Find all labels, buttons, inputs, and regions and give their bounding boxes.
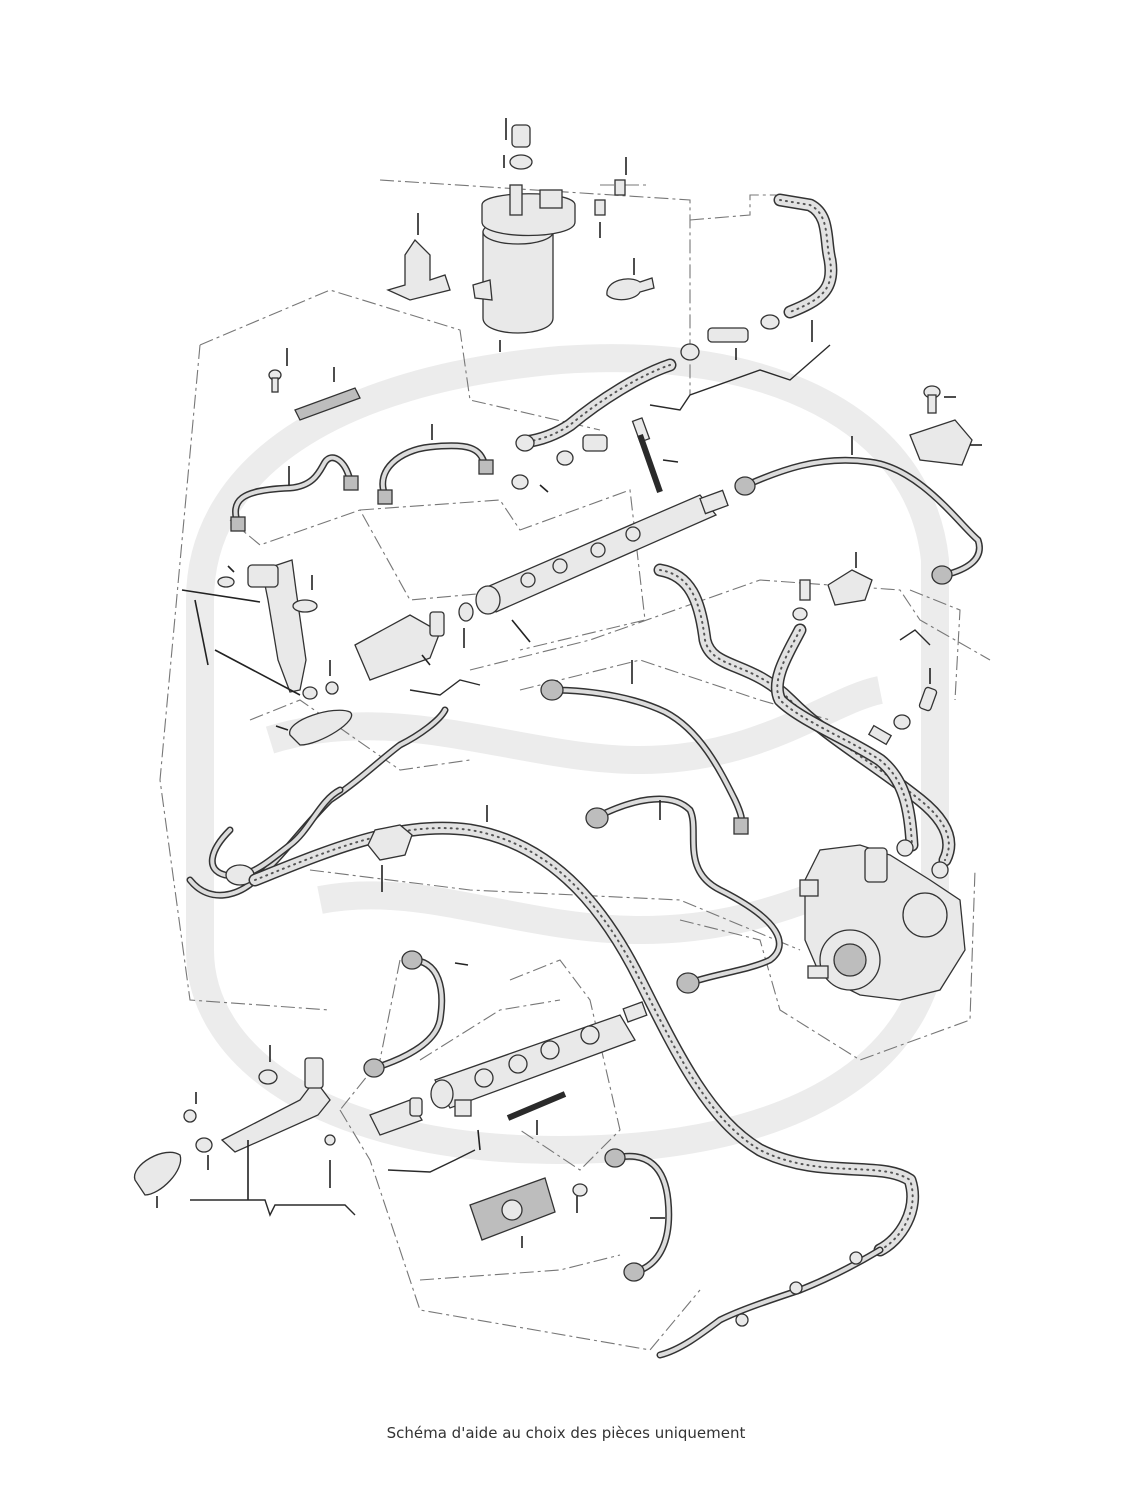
seal-ring-upper[interactable] xyxy=(458,602,474,648)
fuel-rail-upper[interactable] xyxy=(475,489,729,643)
clamp-plate-lower[interactable] xyxy=(469,1177,588,1248)
high-pressure-pump[interactable] xyxy=(799,839,966,1001)
sensor-bracket[interactable] xyxy=(909,385,982,466)
pressure-sensor-upper[interactable] xyxy=(354,611,445,681)
high-pressure-pipe-rail[interactable] xyxy=(734,436,983,585)
grouping-lines xyxy=(159,179,991,1351)
injector-seals-upper[interactable] xyxy=(275,660,353,746)
misc-leader-lines xyxy=(387,344,931,1173)
return-hose-upper[interactable] xyxy=(773,193,838,342)
rail-bolt-lower[interactable] xyxy=(506,1091,567,1135)
filter-hose-stub[interactable] xyxy=(503,118,533,170)
pump-to-rail-pipe-1[interactable] xyxy=(540,660,749,835)
pipe-clamp[interactable] xyxy=(606,258,655,301)
mounting-screw[interactable] xyxy=(268,348,288,393)
pressure-sensor-lower[interactable] xyxy=(369,1097,423,1136)
filter-clips[interactable] xyxy=(594,157,627,238)
injector-pipe-1[interactable] xyxy=(230,454,359,532)
diagram-caption: Schéma d'aide au choix des pièces unique… xyxy=(386,1424,746,1442)
watermark-logo xyxy=(186,344,949,1165)
filter-bracket[interactable] xyxy=(386,213,451,301)
small-connectors-right[interactable] xyxy=(792,552,938,746)
injector-lower[interactable] xyxy=(134,1045,356,1217)
fuel-system-exploded-diagram xyxy=(134,118,991,1359)
rail-bolt[interactable] xyxy=(631,417,679,493)
injector-leader-lines xyxy=(181,589,301,696)
lower-pipe-to-pump[interactable] xyxy=(604,1148,673,1282)
hose-clip[interactable] xyxy=(367,824,413,892)
return-hose-right-2[interactable] xyxy=(770,623,919,852)
banjo-fitting[interactable] xyxy=(511,434,608,493)
leak-off-line-upper[interactable] xyxy=(186,706,449,899)
return-hose-right[interactable] xyxy=(653,563,956,867)
main-return-hose[interactable] xyxy=(248,805,920,1257)
injector-upper[interactable] xyxy=(217,559,318,693)
fuel-rail-lower[interactable] xyxy=(430,1001,648,1151)
clamp-plate[interactable] xyxy=(294,367,361,421)
leak-off-line-lower[interactable] xyxy=(656,1246,884,1359)
fuel-filter[interactable] xyxy=(472,184,576,352)
hose-connectors[interactable] xyxy=(680,314,780,361)
feed-hose-rail[interactable] xyxy=(518,358,677,449)
injector-pipe-2[interactable] xyxy=(377,424,494,505)
injector-pipe-lower[interactable] xyxy=(363,950,469,1078)
pump-to-rail-pipe-2[interactable] xyxy=(585,795,783,994)
